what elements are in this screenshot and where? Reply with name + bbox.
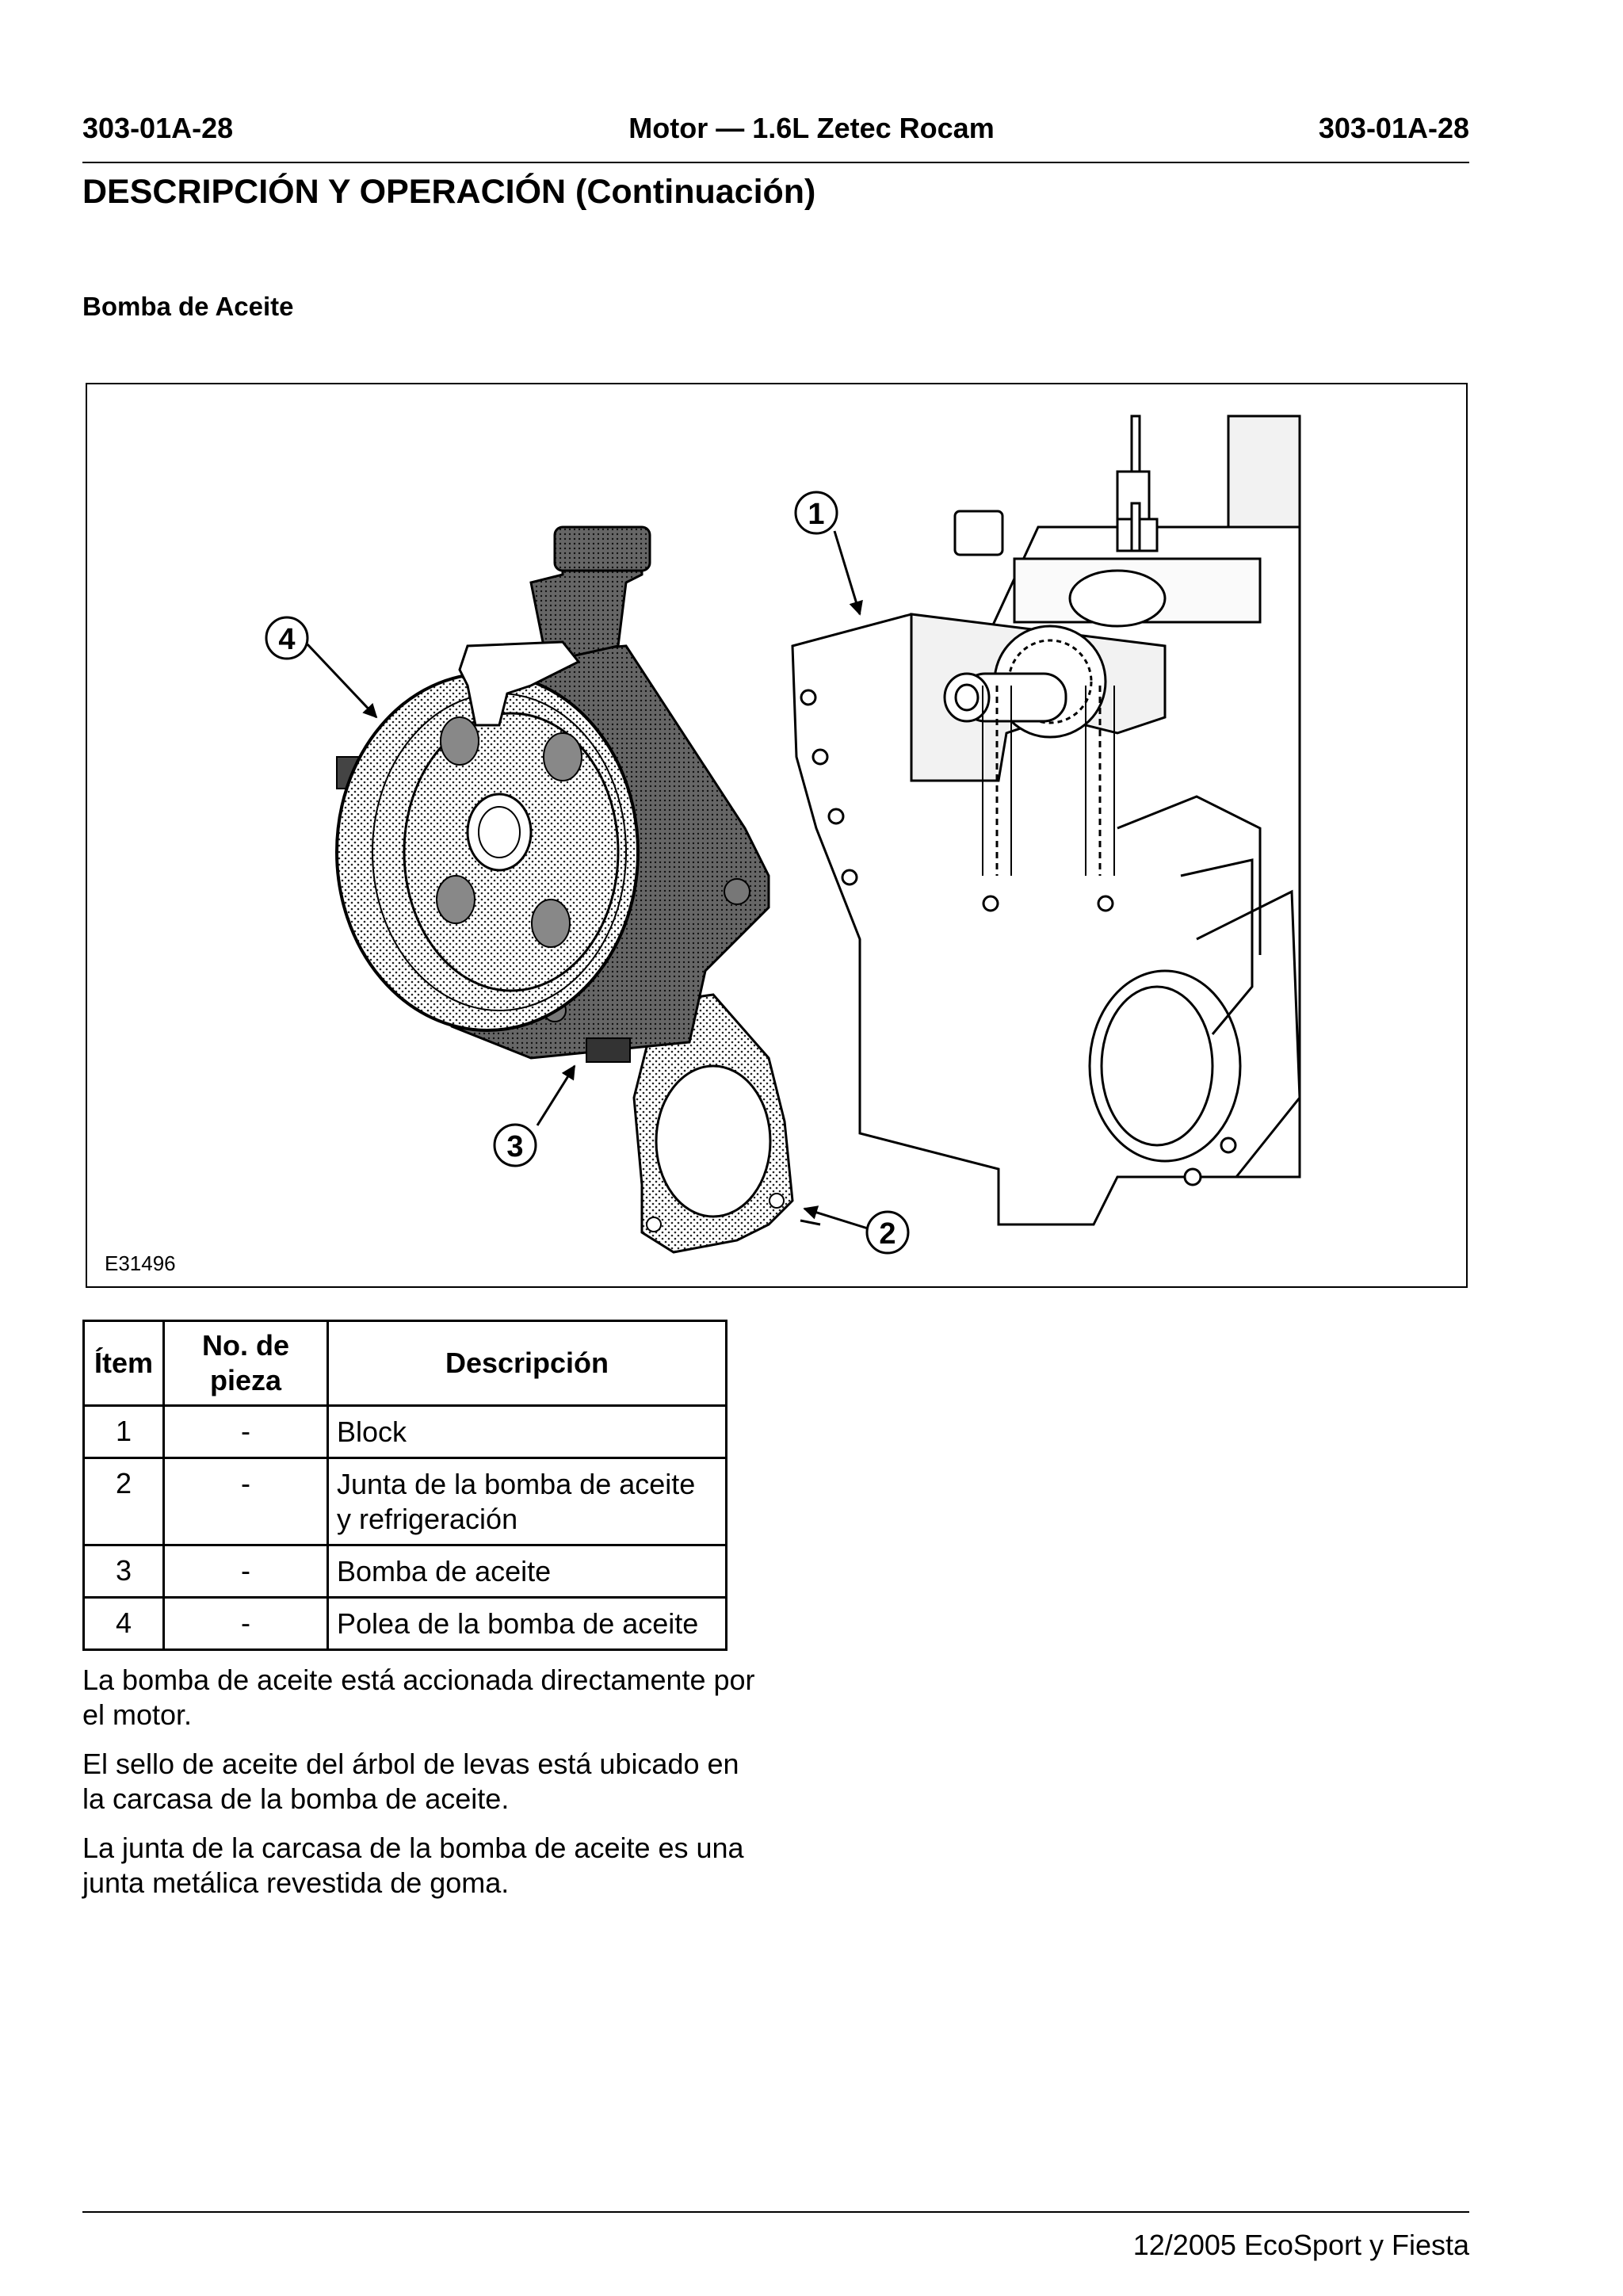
engine-block-drawing	[791, 415, 1301, 1226]
cell-item: 4	[82, 1596, 165, 1651]
cell-description: Block	[327, 1404, 727, 1459]
callout-2: 2	[865, 1210, 910, 1255]
table-row: 4 - Polea de la bomba de aceite	[82, 1596, 727, 1651]
paragraph: La junta de la carcasa de la bomba de ac…	[82, 1832, 744, 1899]
callout-1: 1	[794, 491, 838, 535]
cell-item: 3	[82, 1544, 165, 1599]
column-header-part-no: No. de pieza	[162, 1320, 329, 1407]
table-row: 3 - Bomba de aceite	[82, 1544, 727, 1599]
cell-part-no: -	[162, 1457, 329, 1546]
paragraph: El sello de aceite del árbol de levas es…	[82, 1748, 739, 1815]
header-section-code-left: 303-01A-28	[82, 112, 234, 144]
header-rule	[82, 162, 1469, 163]
callout-2-label: 2	[879, 1217, 896, 1251]
cell-description: Junta de la bomba de aceite y refrigerac…	[327, 1457, 727, 1546]
column-header-description: Descripción	[327, 1320, 727, 1407]
cell-part-no: -	[162, 1404, 329, 1459]
footer-text: 12/2005 EcoSport y Fiesta	[1132, 2229, 1469, 2261]
oil-pump-figure: 1 2 3 4 E31496	[86, 383, 1468, 1288]
cell-item: 1	[82, 1404, 165, 1459]
cell-description: Bomba de aceite	[327, 1544, 727, 1599]
cell-item: 2	[82, 1457, 165, 1546]
header-title: Motor — 1.6L Zetec Rocam	[628, 112, 995, 144]
callout-4-label: 4	[278, 623, 295, 656]
callout-4: 4	[265, 616, 309, 660]
callout-leaders	[306, 530, 869, 1230]
figure-id: E31496	[105, 1251, 176, 1275]
callout-3-label: 3	[506, 1130, 523, 1163]
table-row: 2 - Junta de la bomba de aceite y refrig…	[82, 1457, 727, 1546]
footer-rule	[82, 2211, 1469, 2213]
cell-description: Polea de la bomba de aceite	[327, 1596, 727, 1651]
section-title: DESCRIPCIÓN Y OPERACIÓN (Continuación)	[82, 173, 816, 211]
subsection-title: Bomba de Aceite	[82, 292, 294, 321]
parts-table: Ítem No. de pieza Descripción 1 - Block …	[82, 1320, 727, 1651]
callout-1-label: 1	[808, 498, 824, 531]
table-row: 1 - Block	[82, 1404, 727, 1459]
table-header-row: Ítem No. de pieza Descripción	[82, 1320, 727, 1407]
cell-part-no: -	[162, 1544, 329, 1599]
oil-pump-illustration: 1 2 3 4	[265, 415, 1301, 1255]
header-section-code-right: 303-01A-28	[1318, 112, 1469, 144]
oil-pump-pulley-drawing	[335, 640, 640, 1032]
callout-3: 3	[493, 1123, 537, 1167]
column-header-item: Ítem	[82, 1320, 165, 1407]
paragraph: La bomba de aceite está accionada direct…	[82, 1664, 755, 1731]
gasket-drawing	[632, 993, 794, 1254]
cell-part-no: -	[162, 1596, 329, 1651]
